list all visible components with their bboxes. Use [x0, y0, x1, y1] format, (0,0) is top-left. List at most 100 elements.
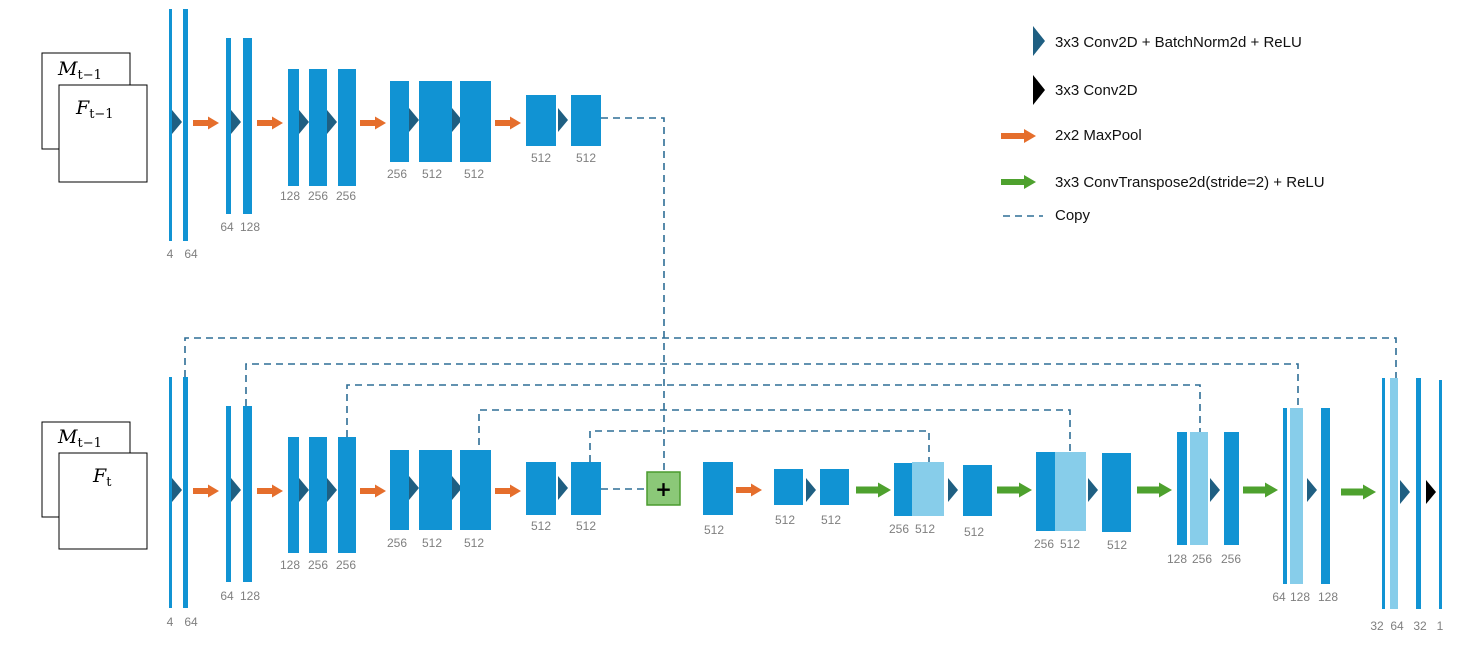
top-input-back-label: Mt−1 — [57, 58, 102, 83]
channel-label: 64 — [184, 247, 198, 261]
decoder-feature-map-512a — [703, 462, 733, 515]
top-feature-map-256 — [309, 69, 327, 186]
channel-label: 256 — [1221, 552, 1241, 566]
conv-legend-icon — [1033, 75, 1045, 105]
channel-label: 256 — [387, 167, 407, 181]
output-feature-map-32b — [1416, 378, 1421, 609]
channel-label: 512 — [775, 513, 795, 527]
channel-label: 128 — [280, 189, 300, 203]
output-copied-map-64 — [1390, 378, 1398, 609]
channel-label: 512 — [576, 151, 596, 165]
channel-label: 256 — [1192, 552, 1212, 566]
legend-conv-bn-relu-label: 3x3 Conv2D + BatchNorm2d + ReLU — [1055, 34, 1302, 51]
bottom-feature-map-64b — [226, 406, 231, 582]
copy-line-level3 — [346, 384, 1201, 437]
channel-label: 128 — [1167, 552, 1187, 566]
channel-label: 256 — [336, 558, 356, 572]
conv-bn-relu-icon — [327, 478, 337, 502]
channel-label: 256 — [889, 522, 909, 536]
channel-label: 128 — [280, 558, 300, 572]
bottom-feature-map-512b — [460, 450, 491, 530]
conv-bn-relu-icon — [1088, 478, 1098, 502]
top-feature-map-4 — [169, 9, 172, 241]
conv-bn-relu-icon — [1210, 478, 1220, 502]
bottom-feature-map-512 — [419, 450, 452, 530]
top-feature-map-512c — [526, 95, 556, 146]
bottom-feature-map-4 — [169, 377, 172, 608]
conv-bn-relu-icon — [409, 108, 419, 132]
channel-label: 512 — [1060, 537, 1080, 551]
decoder-feature-map-512b — [774, 469, 803, 505]
conv-bn-relu-icon — [948, 478, 958, 502]
top-feature-map-64b — [226, 38, 231, 214]
legend-maxpool-label: 2x2 MaxPool — [1055, 127, 1142, 144]
channel-label: 128 — [240, 220, 260, 234]
legend-convtranspose-label: 3x3 ConvTranspose2d(stride=2) + ReLU — [1055, 174, 1325, 191]
maxpool-arrow-icon — [495, 116, 521, 130]
convtranspose-legend-icon — [1001, 175, 1036, 189]
channel-label: 128 — [240, 589, 260, 603]
conv-bn-relu-icon — [452, 108, 462, 132]
channel-label: 256 — [1034, 537, 1054, 551]
channel-label: 512 — [464, 167, 484, 181]
conv-bn-relu-icon — [231, 478, 241, 502]
bottom-feature-map-512c — [526, 462, 556, 515]
channel-label: 512 — [576, 519, 596, 533]
sum-box — [646, 471, 681, 506]
channel-label: 256 — [308, 189, 328, 203]
conv-bn-relu-icon — [299, 478, 309, 502]
conv-bn-relu-icon — [1307, 478, 1317, 502]
decoder-feature-map-64a — [1283, 408, 1287, 584]
conv-icon — [1426, 480, 1436, 504]
bottom-feature-map-128b — [288, 437, 299, 553]
top-feature-map-128b — [288, 69, 299, 186]
conv-bn-relu-icon — [409, 476, 419, 500]
channel-label: 256 — [308, 558, 328, 572]
bottom-feature-map-256c — [390, 450, 409, 530]
channel-label: 256 — [387, 536, 407, 550]
bottom-encoder — [169, 377, 601, 608]
conv-bn-relu-icon — [327, 110, 337, 134]
copy-line-level2 — [245, 363, 1299, 410]
top-labels: 4 64 64 128 128 256 256 256 512 512 512 … — [167, 151, 597, 261]
maxpool-arrow-icon — [257, 116, 283, 130]
output-feature-map-32 — [1382, 378, 1385, 609]
conv-bn-relu-icon — [806, 478, 816, 502]
channel-label: 128 — [1318, 590, 1338, 604]
top-input-stack: Mt−1 Ft−1 — [41, 52, 148, 183]
maxpool-arrow-icon — [257, 484, 283, 498]
copy-line-level4 — [478, 409, 1071, 453]
decoder-feature-map-128c — [1321, 408, 1330, 584]
bottom-input-back-label: Mt−1 — [57, 426, 102, 451]
channel-label: 512 — [821, 513, 841, 527]
channel-label: 32 — [1370, 619, 1384, 633]
maxpool-arrow-icon — [193, 116, 219, 130]
copy-line-level1 — [184, 337, 1397, 380]
bottom-feature-map-128 — [243, 406, 252, 582]
conv-bn-relu-icon — [1400, 480, 1410, 504]
copy-line-level5 — [589, 430, 930, 462]
bottom-input-front-frame — [58, 452, 148, 550]
conv-bn-relu-icon — [299, 110, 309, 134]
top-feature-map-512b — [460, 81, 491, 162]
legend-conv-label: 3x3 Conv2D — [1055, 82, 1138, 99]
decoder-copied-map-128b — [1290, 408, 1303, 584]
conv-bn-relu-icon — [172, 478, 182, 502]
channel-label: 128 — [1290, 590, 1310, 604]
maxpool-arrow-icon — [495, 484, 521, 498]
conv-bn-relu-icon — [452, 476, 462, 500]
channel-label: 64 — [220, 589, 234, 603]
convtranspose-arrow-icon — [1243, 482, 1278, 498]
top-feature-map-256b — [338, 69, 356, 186]
bottom-input-stack: Mt−1 Ft — [41, 421, 148, 550]
maxpool-arrow-icon — [360, 116, 386, 130]
top-feature-map-64 — [183, 9, 188, 241]
plus-icon: + — [655, 477, 672, 501]
channel-label: 4 — [167, 615, 174, 629]
decoder-feature-map-128a — [1177, 432, 1187, 545]
channel-label: 4 — [167, 247, 174, 261]
channel-label: 32 — [1413, 619, 1427, 633]
channel-label: 64 — [1390, 619, 1404, 633]
channel-label: 1 — [1437, 619, 1444, 633]
decoder-feature-map-256a — [894, 463, 912, 516]
